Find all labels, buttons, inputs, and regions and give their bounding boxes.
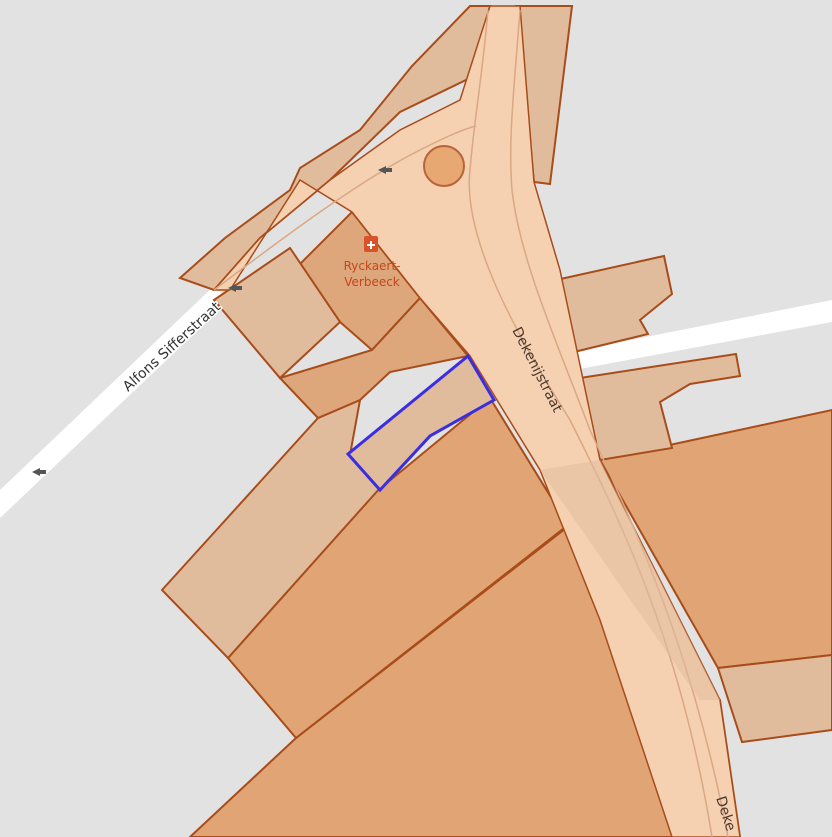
parcel-right-small[interactable] <box>716 653 832 744</box>
poi-name-line1[interactable]: Ryckaert- <box>344 259 401 273</box>
oneway-arrow-1 <box>378 166 392 174</box>
parcel-pharmacy-lower[interactable] <box>278 296 470 420</box>
parcel-sifferstraat[interactable] <box>212 246 342 380</box>
parcel-right-large[interactable] <box>598 408 832 670</box>
highlighted-parcel[interactable] <box>345 353 497 493</box>
oneway-arrow-3 <box>32 468 46 476</box>
footway-right <box>570 300 832 370</box>
footway-alfons <box>0 286 230 518</box>
poi-name-line2[interactable]: Verbeeck <box>344 275 400 289</box>
road-shoulder <box>540 460 720 700</box>
oneway-arrow-2 <box>228 284 242 292</box>
pharmacy-icon[interactable] <box>364 236 378 252</box>
oneway-arrows <box>32 166 392 476</box>
parcel-right-mid[interactable] <box>578 352 742 462</box>
roundabout[interactable] <box>423 145 465 187</box>
road-area <box>212 5 741 837</box>
